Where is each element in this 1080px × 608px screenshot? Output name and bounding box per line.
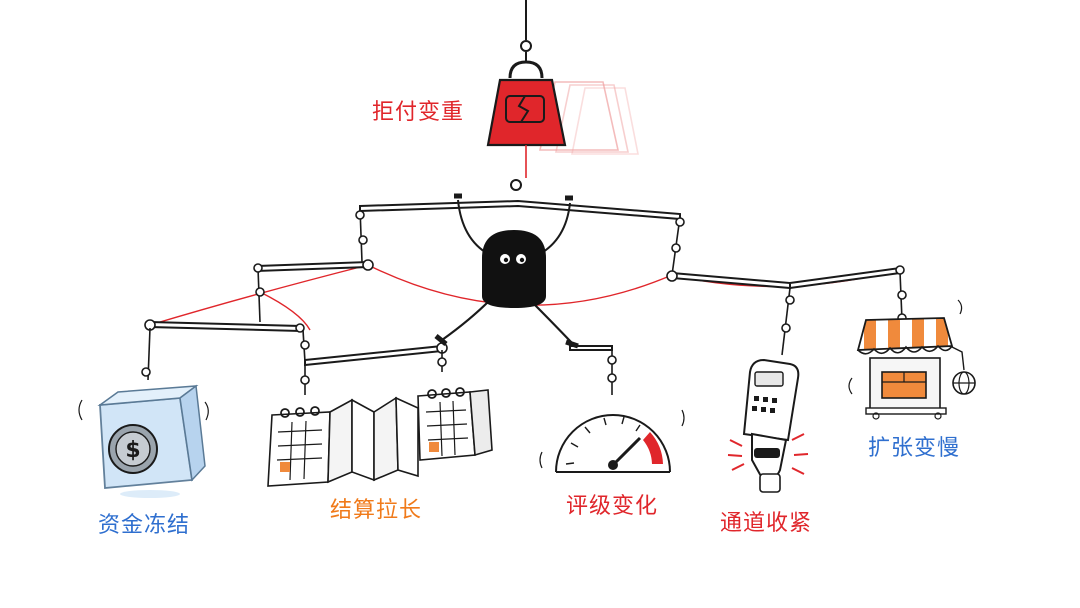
cracked-weight-icon	[486, 60, 567, 191]
pos-terminal-icon	[727, 358, 809, 493]
frozen-dollar-coin-icon: $	[78, 384, 209, 498]
weight-hanger	[520, 0, 532, 62]
mobile-wires	[141, 207, 907, 395]
label-fund-freeze: 资金冻结	[98, 513, 191, 538]
label-channel-tightening: 通道收紧	[720, 511, 813, 536]
calendar-accordion-icon	[267, 387, 493, 487]
balancing-character-icon	[434, 193, 579, 349]
label-rating-change: 评级变化	[566, 494, 659, 519]
label-settlement-extended: 结算拉长	[330, 498, 423, 523]
svg-text:$: $	[125, 438, 140, 463]
label-payment-rejection: 拒付变重	[372, 100, 465, 125]
speedometer-gauge-icon	[539, 409, 685, 473]
label-expansion-slowdown: 扩张变慢	[868, 436, 961, 461]
storefront-globe-icon	[848, 299, 976, 420]
